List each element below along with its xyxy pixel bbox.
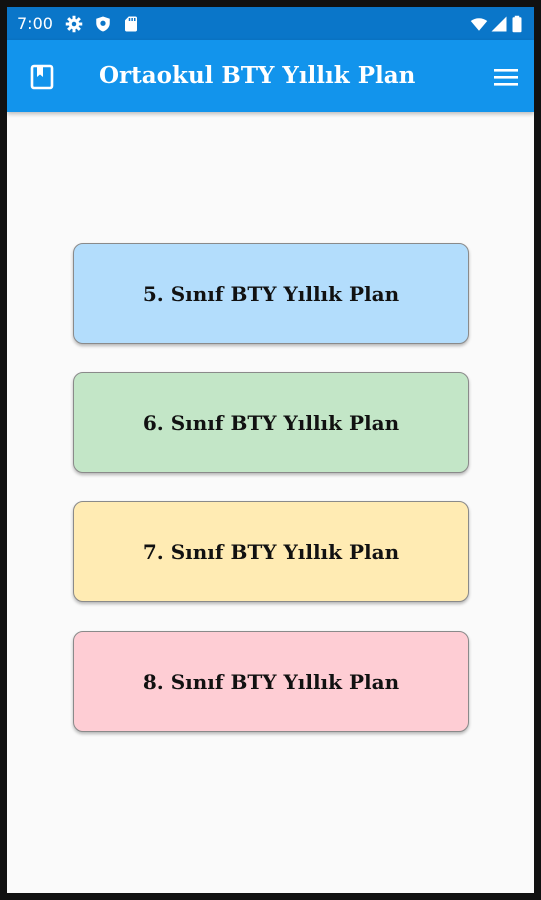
plan-button-grade-6[interactable]: 6. Sınıf BTY Yıllık Plan xyxy=(73,372,469,473)
plan-button-grade-5[interactable]: 5. Sınıf BTY Yıllık Plan xyxy=(73,243,469,344)
status-time: 7:00 xyxy=(17,14,53,33)
plan-button-label: 8. Sınıf BTY Yıllık Plan xyxy=(142,669,400,694)
battery-icon xyxy=(512,15,522,33)
sd-card-icon xyxy=(125,16,137,32)
plan-button-grade-8[interactable]: 8. Sınıf BTY Yıllık Plan xyxy=(73,631,469,732)
plan-button-label: 6. Sınıf BTY Yıllık Plan xyxy=(142,410,400,435)
plan-button-label: 5. Sınıf BTY Yıllık Plan xyxy=(142,281,400,306)
signal-icon xyxy=(491,16,507,32)
plan-list: 5. Sınıf BTY Yıllık Plan 6. Sınıf BTY Yı… xyxy=(7,112,534,893)
settings-icon xyxy=(65,15,83,33)
app-bar: Ortaokul BTY Yıllık Plan xyxy=(7,40,534,112)
plan-button-label: 7. Sınıf BTY Yıllık Plan xyxy=(142,539,400,564)
shield-icon xyxy=(96,16,110,32)
menu-icon[interactable] xyxy=(491,64,521,90)
status-bar: 7:00 xyxy=(7,7,534,40)
app-title: Ortaokul BTY Yıllık Plan xyxy=(99,62,416,89)
book-icon[interactable] xyxy=(30,64,54,90)
wifi-icon xyxy=(470,18,488,31)
plan-button-grade-7[interactable]: 7. Sınıf BTY Yıllık Plan xyxy=(73,501,469,602)
screen: 7:00 xyxy=(7,7,534,893)
